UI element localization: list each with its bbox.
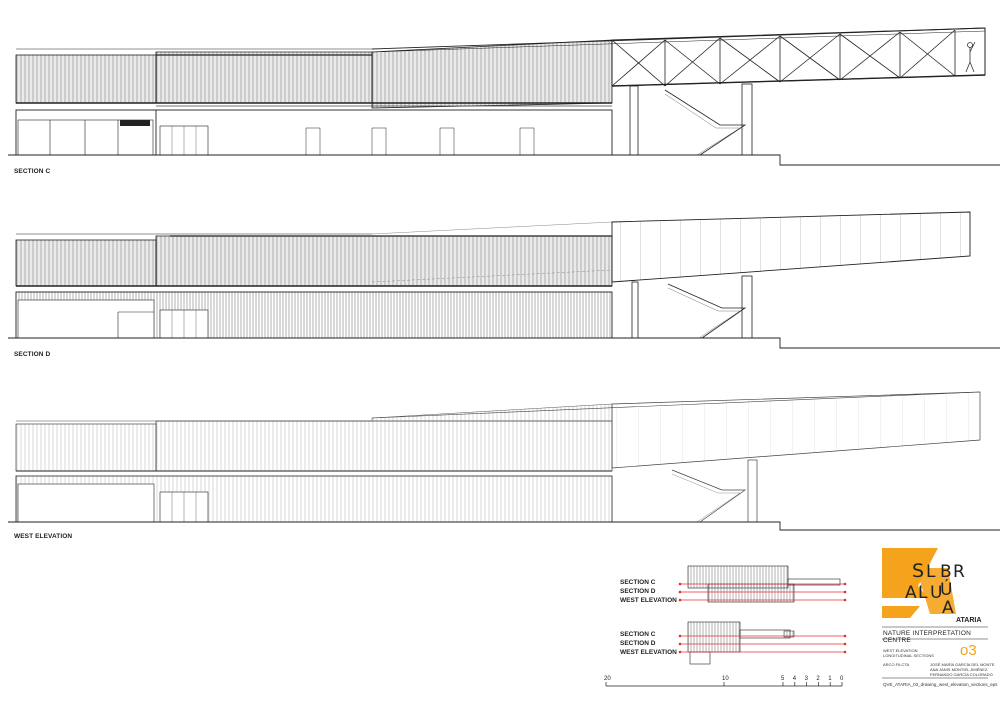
key-top-west-elevation: WEST ELEVATION	[620, 597, 677, 604]
scale-tick-label: 0	[840, 676, 844, 682]
scale-tick-label: 4	[792, 676, 797, 682]
key-bottom-west-elevation: WEST ELEVATION	[620, 649, 677, 656]
key-top-section-d: SECTION D	[620, 588, 656, 595]
sheet-number: o3	[960, 642, 977, 659]
logo-letter-4: R	[953, 562, 965, 582]
key-bottom-section-d: SECTION D	[620, 640, 656, 647]
section-c-drawing	[8, 27, 1000, 166]
author-3: FERNANDO GARCÍA COLORADO	[930, 672, 993, 677]
logo-letter-7: L	[918, 583, 928, 603]
section-d-drawing	[8, 211, 1000, 349]
scale-tick-label: 2	[816, 676, 820, 682]
key-plan-top	[678, 565, 847, 603]
key-top-section-c: SECTION C	[620, 579, 656, 586]
west-elevation-label: WEST ELEVATION	[14, 533, 73, 540]
scale-tick-label: 5	[781, 676, 785, 682]
firm-name: ARCO FILCTA	[883, 662, 910, 667]
scale-tick-label: 1	[828, 676, 832, 682]
logo-letter-8: U	[930, 583, 943, 603]
subtitle-west-elevation: WEST ELEVATION	[883, 648, 918, 653]
logo-letter-6: A	[905, 583, 917, 603]
author-2: ANA JANIS MONTIEL JIMÉNEZ	[930, 667, 988, 672]
logo-mark	[882, 548, 956, 618]
logo-letter-3: B	[940, 562, 952, 582]
logo-letter-1: S	[912, 560, 925, 582]
key-bottom-section-c: SECTION C	[620, 631, 656, 638]
west-elevation-drawing	[8, 391, 1000, 531]
ataria-wordmark: ATARIA	[956, 617, 982, 624]
scale-tick-label: 20	[604, 676, 611, 682]
scale-tick-label: 10	[722, 676, 729, 682]
scale-tick-label: 3	[804, 676, 808, 682]
author-1: JOSÉ MARÍA GARCÍA DEL MONTE	[930, 662, 995, 667]
scale-bar	[605, 682, 843, 687]
section-c-label: SECTION C	[14, 168, 51, 175]
logo-letter-9: A	[942, 598, 954, 618]
section-d-label: SECTION D	[14, 351, 51, 358]
file-name: QVE_ATARIA_03_drawing_west_elevation_sec…	[883, 682, 998, 687]
logo-letter-2: L	[926, 562, 936, 582]
key-plan-bottom	[678, 621, 847, 665]
logo-letter-5: Ú	[940, 580, 953, 600]
subtitle-longitudinal-sections: LONGITUDINAL SECTIONS	[883, 653, 934, 658]
project-title: NATURE INTERPRETATION CENTRE	[883, 630, 971, 644]
